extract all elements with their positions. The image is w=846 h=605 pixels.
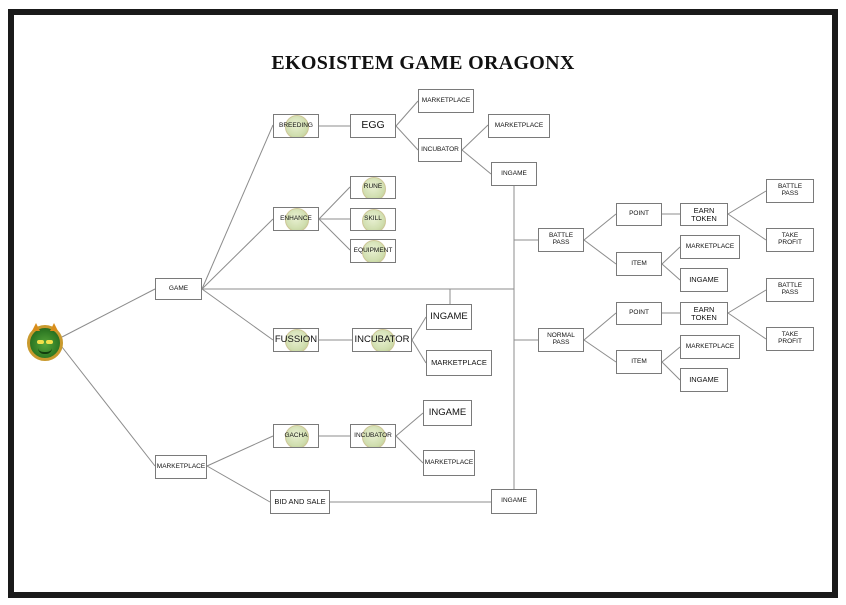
node-fussion-ingame: INGAME xyxy=(426,304,472,330)
node-fussion: FUSSION xyxy=(273,328,319,352)
dragon-eye-icon xyxy=(46,340,53,344)
dragon-badge-icon xyxy=(362,209,386,230)
node-equipment: EQUIPMENT xyxy=(350,239,396,263)
node-marketplace-root: MARKETPLACE xyxy=(155,455,207,479)
node-incubator-marketplace: MARKETPLACE xyxy=(488,114,550,138)
dragon-mouth-icon xyxy=(38,348,52,354)
dragon-badge-icon xyxy=(362,177,386,198)
node-gacha-ingame: INGAME xyxy=(423,400,472,426)
node-breeding: BREEDING xyxy=(273,114,319,138)
dragon-horn-icon xyxy=(50,323,58,331)
node-normal-pass: NORMAL PASS xyxy=(538,328,584,352)
node-bid-and-sale: BID AND SALE xyxy=(270,490,330,514)
node-gacha: GACHA xyxy=(273,424,319,448)
node-np-point: POINT xyxy=(616,302,662,325)
node-bid-ingame: INGAME xyxy=(491,489,537,514)
node-fussion-incubator: INCUBATOR xyxy=(352,328,412,352)
dragon-badge-icon xyxy=(285,115,309,137)
node-enhance: ENHANCE xyxy=(273,207,319,231)
node-np-item-marketplace: MARKETPLACE xyxy=(680,335,740,359)
node-gacha-incubator: INCUBATOR xyxy=(350,424,396,448)
node-np-item-ingame: INGAME xyxy=(680,368,728,392)
dragon-horn-icon xyxy=(32,323,40,331)
node-bp-item-marketplace: MARKETPLACE xyxy=(680,235,740,259)
node-bp-point: POINT xyxy=(616,203,662,226)
dragon-badge-icon xyxy=(362,425,386,447)
oragonx-dragon-logo-icon xyxy=(27,323,63,361)
node-bp-battle-pass: BATTLE PASS xyxy=(766,179,814,203)
node-np-battle-pass: BATTLE PASS xyxy=(766,278,814,302)
node-rune: RUNE xyxy=(350,176,396,199)
node-bp-item-ingame: INGAME xyxy=(680,268,728,292)
node-battle-pass: BATTLE PASS xyxy=(538,228,584,252)
node-bp-item: ITEM xyxy=(616,252,662,276)
dragon-badge-icon xyxy=(285,208,309,230)
dragon-badge-icon xyxy=(285,425,309,447)
node-incubator-ingame: INGAME xyxy=(491,162,537,186)
dragon-badge-icon xyxy=(371,329,395,351)
dragon-eye-icon xyxy=(37,340,44,344)
node-np-earn-token: EARN TOKEN xyxy=(680,302,728,325)
node-fussion-marketplace: MARKETPLACE xyxy=(426,350,492,376)
node-np-take-profit: TAKE PROFIT xyxy=(766,327,814,351)
node-np-item: ITEM xyxy=(616,350,662,374)
node-egg-marketplace: MARKETPLACE xyxy=(418,89,474,113)
node-game: GAME xyxy=(155,278,202,300)
node-incubator: INCUBATOR xyxy=(418,138,462,162)
node-egg: EGG xyxy=(350,114,396,138)
node-bp-earn-token: EARN TOKEN xyxy=(680,203,728,226)
dragon-badge-icon xyxy=(362,240,386,262)
diagram-title: EKOSISTEM GAME ORAGONX xyxy=(271,52,575,74)
node-bp-take-profit: TAKE PROFIT xyxy=(766,228,814,252)
dragon-badge-icon xyxy=(285,329,309,351)
node-gacha-marketplace: MARKETPLACE xyxy=(423,450,475,476)
node-skill: SKILL xyxy=(350,208,396,231)
